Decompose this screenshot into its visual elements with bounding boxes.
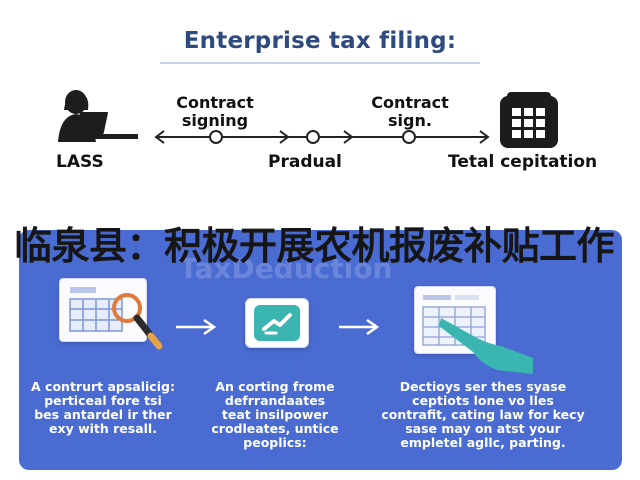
caption-2: An corting frome defrrandaates teat insi… [205, 380, 345, 450]
top-flow [58, 90, 558, 148]
step2-line1: Contract [371, 93, 449, 112]
flow-line [154, 130, 490, 144]
caption-1-line: bes antardel ir ther [34, 407, 172, 422]
step2-line2: sign. [388, 111, 432, 130]
step1-line2: signing [181, 111, 249, 130]
left-label: LASS [56, 152, 104, 172]
tax-form-card [59, 278, 147, 342]
diagram-title: Enterprise tax filing: [183, 28, 457, 54]
flow-nodes [209, 130, 416, 144]
magnifier-icon [112, 293, 163, 350]
caption-3-line: ceptiots lone vo lles [412, 393, 554, 408]
news-headline-banner: 临泉县：积极开展农机报废补贴工作 [14, 224, 615, 268]
arrow-right-icon [176, 318, 217, 336]
handshake-icon [254, 305, 300, 341]
person-laptop-icon [58, 90, 138, 142]
caption-3-line: sase may on atst your [405, 421, 561, 436]
caption-2-line: An corting frome [215, 379, 335, 394]
process-panel: TaxDeduction [19, 230, 622, 470]
step1-line1: Contract [176, 93, 254, 112]
arrow-right-icon [339, 318, 380, 336]
caption-1-line: exy with resall. [49, 421, 157, 436]
right-label: Tetal cepitation [448, 152, 598, 172]
caption-2-line: peoplics: [243, 435, 307, 450]
middle-label: Pradual [268, 152, 342, 172]
caption-1-line: perticeal fore tsi [44, 393, 162, 408]
caption-3-line: contrafit, cating law for kecy [381, 407, 585, 422]
caption-2-line: crodleates, untice [211, 421, 339, 436]
caption-2-line: defrrandaates [224, 393, 326, 408]
caption-3-line: empletel agllc, parting. [400, 435, 566, 450]
handshake-card [245, 298, 309, 348]
calculator-icon [500, 92, 558, 148]
caption-1-line: A contrurt apsalicig: [31, 379, 175, 394]
title-underline [160, 62, 480, 64]
caption-3: Dectioys ser thes syase ceptiots lone vo… [371, 380, 595, 450]
caption-2-line: teat insilpower [221, 407, 329, 422]
step-contract-sign: Contract sign. [358, 94, 462, 130]
caption-3-line: Dectioys ser thes syase [399, 379, 567, 394]
watermark: TaxDeduction [179, 252, 393, 285]
caption-1: A contrurt apsalicig: perticeal fore tsi… [23, 380, 183, 436]
hand-pointing-form-icon [439, 318, 533, 374]
step-contract-signing: Contract signing [160, 94, 270, 130]
